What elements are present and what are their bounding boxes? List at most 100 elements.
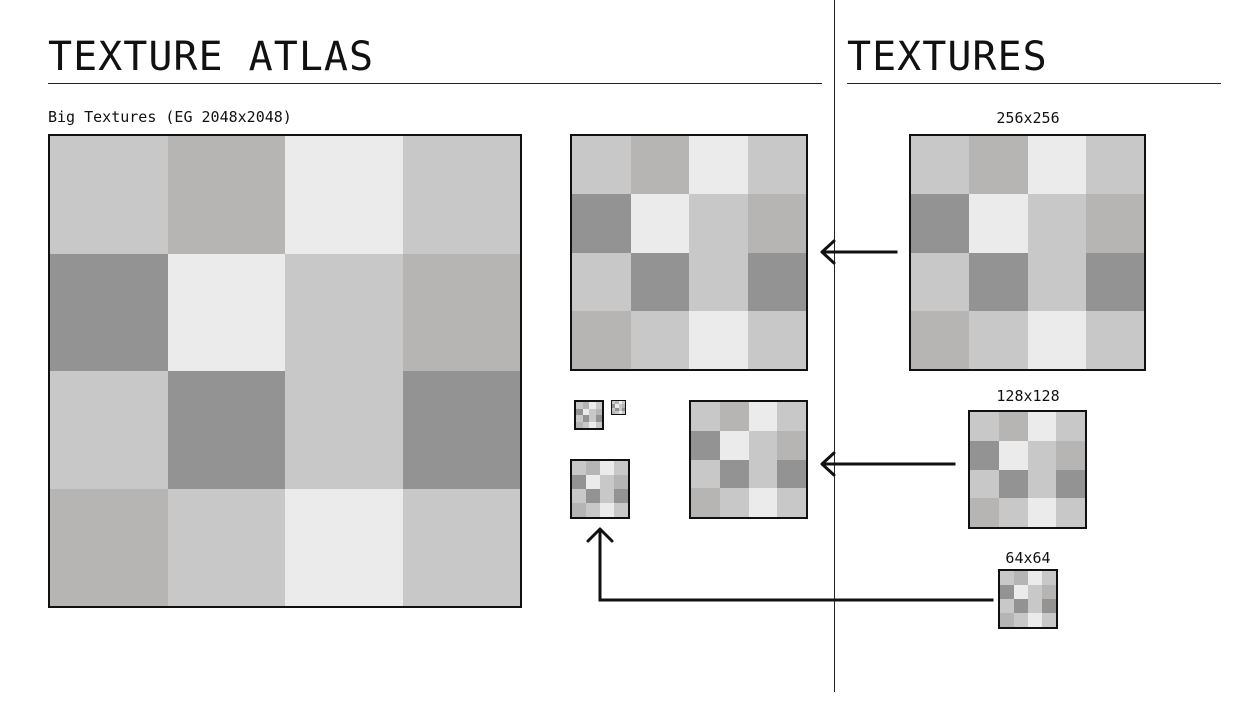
texture-cell xyxy=(582,415,589,422)
texture-cell xyxy=(615,404,619,408)
texture-cell xyxy=(621,401,625,405)
texture-cell xyxy=(747,310,806,369)
texture-cell xyxy=(689,310,748,369)
texture-cell xyxy=(1042,585,1056,599)
texture-cell xyxy=(576,402,583,409)
texture-cell xyxy=(586,503,600,517)
texture-cell xyxy=(998,412,1028,441)
texture-cell xyxy=(691,459,720,489)
section-divider xyxy=(834,0,835,692)
texture-cell xyxy=(630,310,689,369)
texture-cell xyxy=(719,488,749,517)
texture-cell xyxy=(285,253,403,371)
atlas-slot-32 xyxy=(574,400,604,430)
texture-cell xyxy=(402,488,520,606)
texture-cell xyxy=(969,252,1028,311)
texture-cell xyxy=(691,402,720,431)
texture-cell xyxy=(572,310,631,369)
texture-cell xyxy=(998,469,1028,499)
texture-cell xyxy=(576,415,583,422)
texture-cell xyxy=(618,401,622,405)
texture-cell xyxy=(1085,136,1144,195)
texture-cell xyxy=(1028,571,1042,585)
texture-cell xyxy=(600,489,614,503)
texture-cell xyxy=(615,401,619,405)
texture-cell xyxy=(595,415,602,422)
texture-cell xyxy=(402,371,520,489)
texture-cell xyxy=(719,402,749,431)
texture-cell xyxy=(970,498,999,527)
texture-cell xyxy=(285,136,403,254)
texture-cell xyxy=(911,136,970,195)
texture-cell xyxy=(1028,585,1042,599)
texture-cell xyxy=(911,252,970,311)
texture-cell xyxy=(969,194,1028,253)
texture-cell xyxy=(572,475,586,489)
texture-cell xyxy=(747,252,806,311)
texture-cell xyxy=(614,475,628,489)
atlas-slot-16 xyxy=(611,400,626,415)
textures-heading: TEXTURES xyxy=(847,33,1221,84)
texture-cell xyxy=(1056,412,1085,441)
texture-cell xyxy=(1014,571,1028,585)
texture-cell xyxy=(589,415,596,422)
texture-cell xyxy=(621,404,625,408)
texture-cell xyxy=(691,488,720,517)
texture-cell xyxy=(1085,310,1144,369)
texture-cell xyxy=(614,503,628,517)
texture-cell xyxy=(576,408,583,415)
texture-cell xyxy=(1014,613,1028,627)
texture-cell xyxy=(589,421,596,428)
texture-cell xyxy=(582,421,589,428)
texture-cell xyxy=(630,136,689,195)
atlas-slot-256 xyxy=(570,134,808,371)
texture-cell xyxy=(285,371,403,489)
texture-atlas-heading: TEXTURE ATLAS xyxy=(48,33,822,84)
texture-cell xyxy=(572,136,631,195)
texture-cell xyxy=(612,410,616,414)
texture-cell xyxy=(689,194,748,253)
texture-cell xyxy=(600,503,614,517)
texture-cell xyxy=(600,461,614,475)
atlas-subtitle: Big Textures (EG 2048x2048) xyxy=(48,108,292,126)
texture-cell xyxy=(748,488,778,517)
texture-cell xyxy=(1042,599,1056,613)
texture-cell xyxy=(1056,440,1085,470)
texture-cell xyxy=(719,430,749,460)
texture-cell xyxy=(1027,412,1057,441)
texture-cell xyxy=(402,136,520,254)
texture-cell xyxy=(747,194,806,253)
texture-cell xyxy=(167,253,285,371)
texture-cell xyxy=(615,410,619,414)
texture-cell xyxy=(1014,585,1028,599)
arrow-128-to-atlas xyxy=(820,451,956,477)
texture-cell xyxy=(1027,310,1086,369)
texture-cell xyxy=(595,408,602,415)
texture-cell xyxy=(1027,469,1057,499)
texture-cell xyxy=(586,475,600,489)
texture-cell xyxy=(402,253,520,371)
texture-cell xyxy=(614,461,628,475)
texture-cell xyxy=(1085,194,1144,253)
texture-cell xyxy=(50,136,168,254)
texture-cell xyxy=(998,498,1028,527)
texture-cell xyxy=(50,253,168,371)
texture-cell xyxy=(576,421,583,428)
texture-cell xyxy=(1000,571,1014,585)
texture-cell xyxy=(748,459,778,489)
texture-cell xyxy=(777,459,806,489)
texture-cell xyxy=(1056,498,1085,527)
texture-cell xyxy=(911,310,970,369)
texture-cell xyxy=(621,410,625,414)
texture-cell xyxy=(621,407,625,411)
texture-cell xyxy=(748,430,778,460)
texture-cell xyxy=(595,421,602,428)
texture-cell xyxy=(612,404,616,408)
texture-cell xyxy=(1056,469,1085,499)
texture-cell xyxy=(595,402,602,409)
texture-cell xyxy=(777,430,806,460)
texture-cell xyxy=(1028,613,1042,627)
texture-cell xyxy=(50,371,168,489)
texture-cell xyxy=(614,489,628,503)
texture-cell xyxy=(998,440,1028,470)
